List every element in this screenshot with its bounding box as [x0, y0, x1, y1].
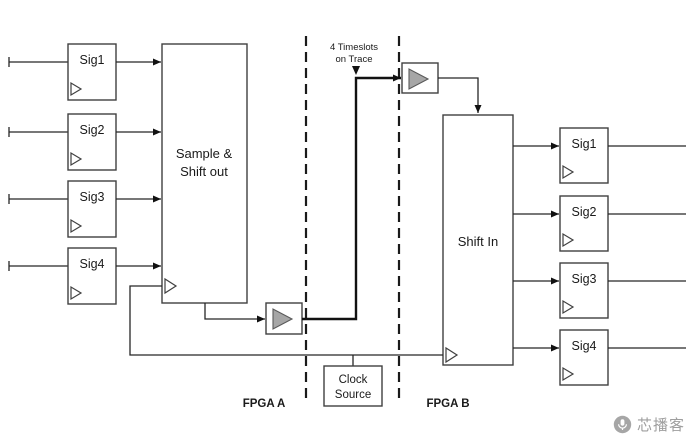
flipflop-clock-icon	[70, 151, 83, 167]
input-register-sig3: Sig3	[67, 180, 117, 238]
watermark: 芯播客	[613, 414, 685, 435]
clock-wire	[129, 285, 443, 356]
microphone-icon	[613, 415, 632, 434]
input-register-sig1: Sig1	[67, 43, 117, 101]
fpga-b-label: FPGA B	[426, 398, 469, 410]
register-label: Sig3	[79, 190, 104, 204]
register-label: Sig3	[571, 272, 596, 286]
sample-shift-out-block: Sample & Shift out	[161, 43, 248, 304]
input-buffer-fpga-b	[401, 62, 439, 94]
register-label: Sig4	[571, 339, 596, 353]
register-box	[559, 195, 609, 252]
fpga-a-label: FPGA A	[243, 398, 286, 410]
trace-note-line1: 4 Timeslots	[330, 42, 378, 53]
register-label: Sig1	[571, 137, 596, 151]
trace-note-line2: on Trace	[336, 54, 373, 65]
register-box	[67, 113, 117, 171]
flipflop-clock-icon	[562, 164, 575, 180]
buffer-triangle-icon	[408, 68, 430, 90]
register-label: Sig1	[79, 53, 104, 67]
register-label: Sig4	[79, 257, 104, 271]
flipflop-clock-icon	[562, 299, 575, 315]
sampler-to-buffer-wire	[204, 303, 265, 323]
trace-pointer-arrow-icon	[352, 66, 360, 75]
output-register-sig2: Sig2	[559, 195, 609, 252]
flipflop-clock-icon	[562, 366, 575, 382]
register-label: Sig2	[571, 205, 596, 219]
register-to-sampler-wires	[116, 58, 161, 270]
buffer-triangle-icon	[272, 308, 294, 330]
flipflop-clock-icon	[70, 81, 83, 97]
sample-shift-label-line2: Shift out	[180, 164, 228, 179]
clock-source-block: Clock Source	[323, 365, 383, 407]
input-register-sig4: Sig4	[67, 247, 117, 305]
clock-input-icon	[164, 277, 178, 295]
flipflop-clock-icon	[70, 218, 83, 234]
sample-shift-label-line1: Sample &	[176, 146, 233, 161]
clock-net	[129, 285, 443, 366]
board-trace-wire	[302, 74, 401, 321]
clock-input-icon	[445, 346, 459, 364]
shift-in-block: Shift In	[442, 114, 514, 366]
clock-source-label-line1: Clock	[339, 374, 368, 386]
shiftin-to-register-wires	[513, 142, 559, 352]
watermark-text: 芯播客	[636, 417, 685, 434]
clock-source-box	[323, 365, 383, 407]
flipflop-clock-icon	[562, 232, 575, 248]
shift-in-label: Shift In	[458, 234, 498, 249]
register-box	[67, 247, 117, 305]
output-register-sig1: Sig1	[559, 127, 609, 184]
sample-shift-box	[161, 43, 248, 304]
register-label: Sig2	[79, 123, 104, 137]
trace-annotation: 4 Timeslots on Trace	[330, 42, 378, 75]
output-buffer-fpga-a	[265, 302, 303, 335]
output-register-sig4: Sig4	[559, 329, 609, 386]
external-input-wires	[8, 57, 68, 271]
buffer-to-shiftin-wire	[438, 77, 482, 113]
output-register-sig3: Sig3	[559, 262, 609, 319]
input-register-sig2: Sig2	[67, 113, 117, 171]
clock-source-label-line2: Source	[335, 389, 371, 401]
external-output-wires	[608, 145, 686, 349]
shift-in-box	[442, 114, 514, 366]
flipflop-clock-icon	[70, 285, 83, 301]
